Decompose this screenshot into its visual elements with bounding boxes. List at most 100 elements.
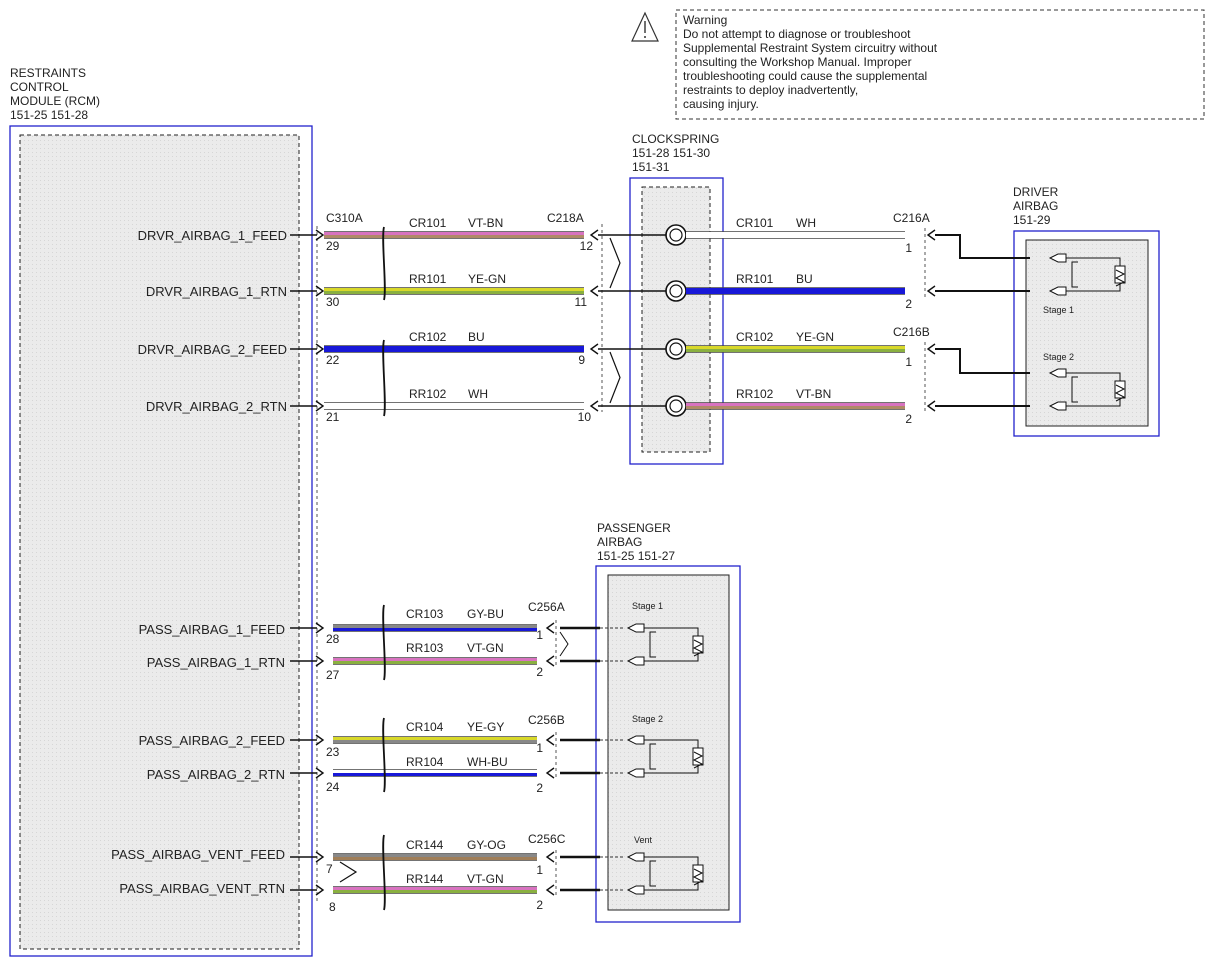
squib-wire	[644, 739, 699, 774]
circuit-id: CR102	[409, 330, 447, 344]
wire-color-code: YE-GN	[468, 272, 506, 286]
circuit-id: CR102	[736, 330, 774, 344]
clockspring-coil-icon	[665, 224, 687, 246]
terminal-arrow-icon	[545, 884, 555, 896]
c256c-label: C256C	[528, 832, 566, 846]
wire-color-code: VT-BN	[796, 387, 831, 401]
rcm-pin: 29	[326, 239, 340, 253]
wire-layer	[290, 224, 1126, 911]
twisted-pair-icon	[382, 604, 386, 681]
passenger-airbag-title: AIRBAG	[597, 535, 642, 549]
passenger-circuit-row: PASS_AIRBAG_VENT_RTN 8 RR144 VT-GN 2	[119, 872, 543, 914]
clockspring-pin: 9	[578, 353, 585, 367]
twisted-pair-icon	[382, 339, 386, 417]
clockspring-title: 151-28 151-30	[632, 146, 710, 160]
rcm-pin: 21	[326, 410, 340, 424]
terminal-arrow-icon	[315, 622, 325, 634]
terminal-arrow-icon	[545, 734, 555, 746]
clockspring-coil-inner	[669, 284, 683, 298]
wire-color-code: YE-GY	[467, 720, 504, 734]
circuit-id: RR101	[409, 272, 447, 286]
squib-coil-icon	[1114, 384, 1126, 402]
wire-color-code: VT-GN	[467, 872, 504, 886]
wire-color-code: VT-BN	[468, 216, 503, 230]
shorting-bar-icon	[609, 351, 621, 404]
passenger-airbag: PASSENGER AIRBAG 151-25 151-27 Stage 1 S…	[595, 521, 741, 923]
terminal-arrow-icon	[315, 655, 325, 667]
terminal-arrow-icon	[315, 884, 325, 896]
airbag-pin: 1	[905, 241, 912, 255]
warning-line: consulting the Workshop Manual. Improper	[683, 55, 912, 69]
clockspring-pin: 10	[578, 410, 592, 424]
circuit-id: CR103	[406, 607, 444, 621]
signal-name: DRVR_AIRBAG_2_RTN	[146, 399, 287, 414]
circuit-id: CR144	[406, 838, 444, 852]
warning-line: Warning	[683, 13, 727, 27]
squib-wire	[644, 856, 699, 891]
driver-stage2-label: Stage 2	[1043, 352, 1074, 362]
wire-color-code: GY-BU	[467, 607, 504, 621]
clockspring-title: 151-31	[632, 160, 670, 174]
circuit-id: CR101	[736, 216, 774, 230]
rcm-title: 151-25 151-28	[10, 108, 88, 122]
rcm-title: RESTRAINTS	[10, 66, 86, 80]
c310a-label: C310A	[326, 211, 363, 225]
rcm-pin: 24	[326, 780, 340, 794]
squib-element-icon	[1114, 380, 1126, 399]
driver-circuit-row: DRVR_AIRBAG_2_FEED 22 CR102 BU 9 CR102 Y…	[138, 330, 913, 369]
passenger-circuit-row: PASS_AIRBAG_1_RTN 27 RR103 VT-GN 2	[147, 641, 544, 682]
signal-name: PASS_AIRBAG_1_FEED	[139, 622, 285, 637]
warning-line: Supplemental Restraint System circuitry …	[683, 41, 938, 55]
clockspring-coil-icon	[665, 338, 687, 360]
signal-name: DRVR_AIRBAG_1_RTN	[146, 284, 287, 299]
circuit-id: CR104	[406, 720, 444, 734]
warning-line: Do not attempt to diagnose or troublesho…	[683, 27, 911, 41]
squib-clip-icon	[1071, 376, 1078, 403]
airbag-pin: 2	[905, 412, 912, 426]
passenger-circuit-row: PASS_AIRBAG_1_FEED 28 CR103 GY-BU 1	[139, 607, 544, 646]
twisted-pair-icon	[382, 834, 386, 911]
squib-coil-icon	[692, 639, 704, 657]
clockspring-pin: 12	[580, 239, 594, 253]
squib-wire	[644, 627, 699, 662]
terminal-arrow-icon	[315, 229, 325, 241]
passenger-vent-label: Vent	[634, 835, 653, 845]
rcm-inner-box	[19, 134, 300, 950]
terminal-arrow-icon	[545, 767, 555, 779]
wire-color-code: WH	[796, 216, 816, 230]
wire-color-code: GY-OG	[467, 838, 506, 852]
squib-element-icon	[692, 747, 704, 766]
c216b-label: C216B	[893, 325, 930, 339]
rcm-pin: 7	[326, 862, 333, 876]
rcm-pin: 30	[326, 295, 340, 309]
c256a-label: C256A	[528, 600, 565, 614]
terminal-arrow-icon	[589, 400, 599, 412]
warning-box	[675, 9, 1205, 120]
c256b-label: C256B	[528, 713, 565, 727]
twisted-pair-icon	[382, 717, 386, 793]
airbag-pin: 2	[536, 898, 543, 912]
squib-coil-icon	[692, 868, 704, 886]
wire-color-code: YE-GN	[796, 330, 834, 344]
clockspring-title: CLOCKSPRING	[632, 132, 719, 146]
driver-stage1-label: Stage 1	[1043, 305, 1074, 315]
rcm-title: CONTROL	[10, 80, 69, 94]
circuit-id: CR101	[409, 216, 447, 230]
terminal-arrow-icon	[589, 343, 599, 355]
signal-name: PASS_AIRBAG_2_FEED	[139, 733, 285, 748]
passenger-airbag-outline	[595, 565, 741, 923]
warning-line: causing injury.	[683, 97, 759, 111]
rcm-pin: 23	[326, 745, 340, 759]
airbag-pin: 1	[536, 628, 543, 642]
rcm-pin: 28	[326, 632, 340, 646]
terminal-arrow-icon	[589, 285, 599, 297]
airbag-pin: 1	[536, 741, 543, 755]
c218a-label: C218A	[547, 211, 584, 225]
terminal-arrow-icon	[545, 655, 555, 667]
wire-color-code: BU	[796, 272, 813, 286]
terminal-arrow-icon	[926, 229, 936, 241]
passenger-circuit-row: PASS_AIRBAG_VENT_FEED 7 CR144 GY-OG 1	[111, 838, 543, 877]
driver-airbag-title: AIRBAG	[1013, 199, 1058, 213]
circuit-id: RR102	[409, 387, 447, 401]
c216a-label: C216A	[893, 211, 930, 225]
